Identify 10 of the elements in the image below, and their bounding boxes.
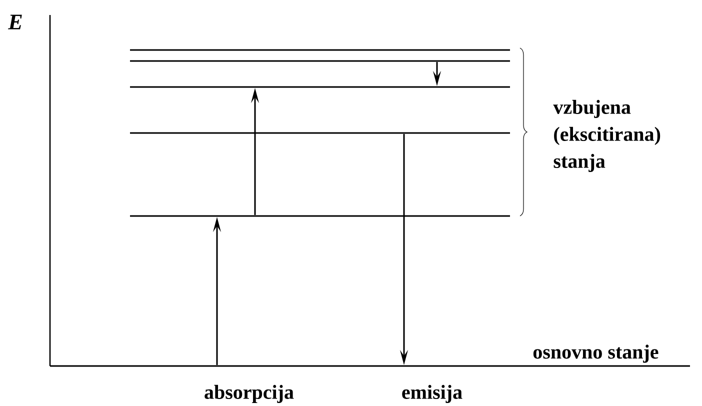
ground-level-line bbox=[50, 365, 690, 367]
energy-level-line bbox=[130, 49, 510, 51]
axis-label: E bbox=[8, 14, 22, 30]
level-label: osnovno stanje bbox=[533, 344, 658, 363]
arrow-label: absorpcija bbox=[204, 384, 294, 404]
energy-level-line bbox=[130, 86, 510, 88]
energy-level-line bbox=[130, 215, 510, 217]
energy-level-line bbox=[130, 60, 510, 62]
brace-label: vzbujena (ekscitirana) stanja bbox=[553, 100, 660, 172]
energy-level-line bbox=[130, 132, 510, 134]
